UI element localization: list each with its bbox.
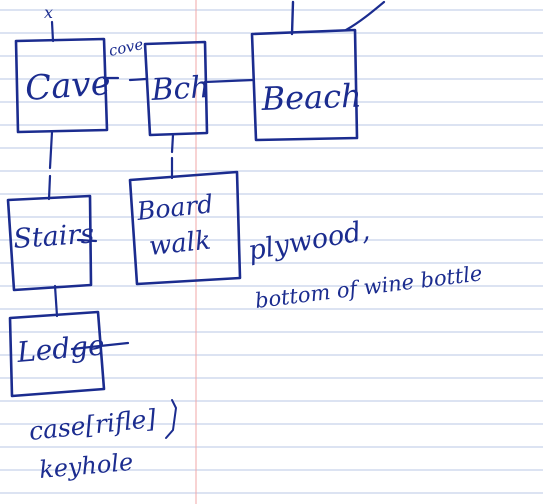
top-tick-cave xyxy=(50,20,55,43)
beach-box xyxy=(250,28,359,142)
edge-bch-boardwalk xyxy=(170,133,175,180)
edge-stairs-right xyxy=(76,238,98,243)
stairs-box xyxy=(6,194,93,292)
edge-cave-bch xyxy=(102,76,148,82)
beach-label: Beach xyxy=(260,77,362,119)
ledge-label: Ledge xyxy=(15,328,106,369)
bch-label: Bch xyxy=(150,70,211,108)
top-x-mark: x xyxy=(44,3,53,22)
boardwalk-label-line2: walk xyxy=(148,226,213,262)
beach-offpage-line xyxy=(344,0,386,32)
cave-box xyxy=(14,37,109,134)
edge-ledge-right xyxy=(70,341,130,351)
cave-label: Cave xyxy=(24,63,112,109)
ledge-note-line1: case[rifle] xyxy=(28,404,158,446)
ledge-box xyxy=(8,310,106,398)
ledge-note-line2: keyhole xyxy=(38,448,134,484)
edge-cave-stairs xyxy=(47,130,54,201)
boardwalk-label-line1: Board xyxy=(135,189,215,226)
plywood-note-line2: bottom of wine bottle xyxy=(254,261,484,313)
plywood-note-line1: plywood, xyxy=(246,215,372,267)
stairs-label: Stairs xyxy=(12,218,95,255)
top-tick-beach xyxy=(290,0,295,36)
ledge-note-bracket xyxy=(165,399,177,439)
boardwalk-box xyxy=(128,170,242,286)
bch-box xyxy=(143,40,209,137)
edge-stairs-ledge xyxy=(53,284,59,318)
edge-bch-beach xyxy=(203,78,255,84)
